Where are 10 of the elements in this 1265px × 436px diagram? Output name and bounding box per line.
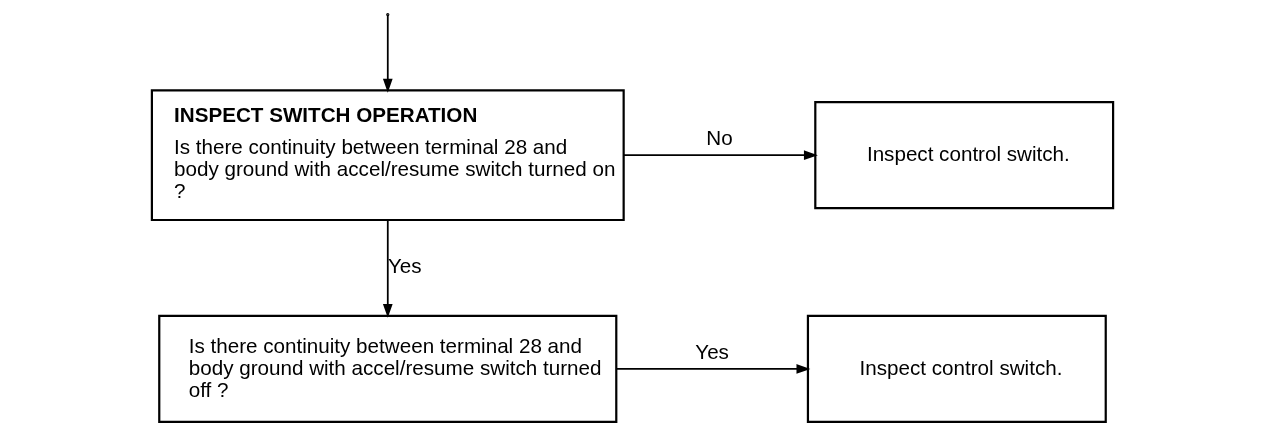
node-box: Is there continuity between terminal 28 and body ground with accel/resume switch turned off ? [158,314,618,424]
arrow [382,14,393,93]
edge-label: No [706,126,733,150]
arrow [382,219,393,318]
node-box: Inspect control switch. [814,100,1115,210]
arrow [615,364,811,374]
edge-label: Yes [695,339,729,363]
node-box: INSPECT SWITCH OPERATION Is there continuity between terminal 28 and body ground with accel/resume switch turned on ? [150,89,625,222]
arrow [623,150,818,160]
node-box: Inspect control switch. [806,314,1107,424]
